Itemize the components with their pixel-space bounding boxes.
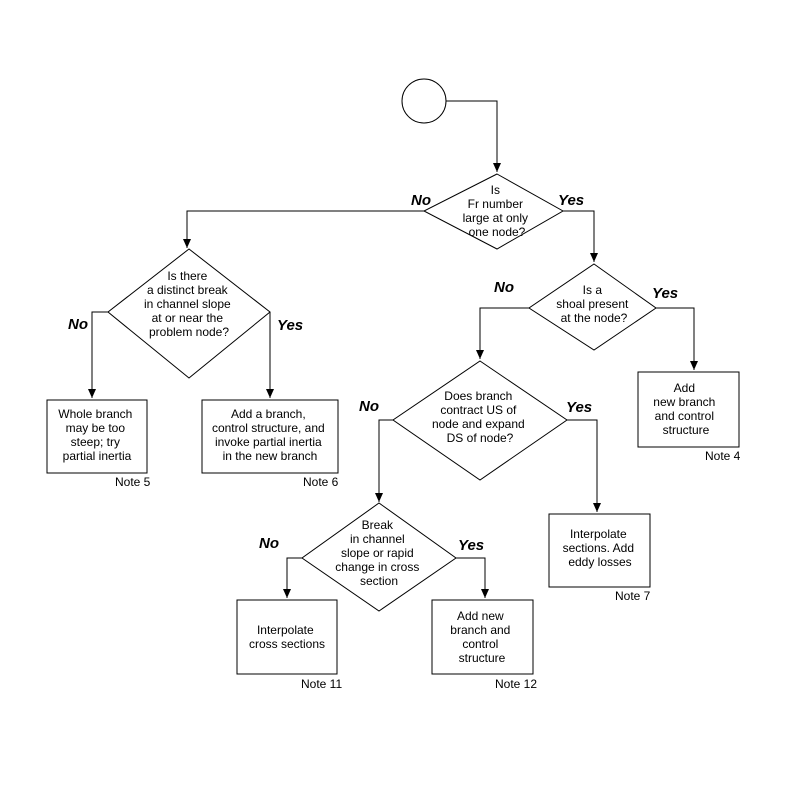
label-fr-no: No	[411, 192, 431, 209]
action-new-branch-break	[431, 599, 534, 675]
label-slope-yes: Yes	[458, 537, 484, 554]
edge-break-no	[88, 311, 108, 398]
edge-contract-no	[375, 419, 393, 502]
label-shoal-no: No	[494, 279, 514, 296]
edge-shoal-yes	[656, 307, 698, 370]
decision-shoal	[528, 263, 657, 351]
decision-contract-expand	[392, 360, 568, 481]
decision-break-slope	[301, 502, 457, 612]
decision-fr-number	[422, 173, 565, 250]
edge-slope-no	[283, 557, 302, 598]
label-slope-no: No	[259, 535, 279, 552]
note-interpolate-eddy: Note 7	[615, 589, 651, 603]
decision-fr-number-text: Is Fr number large at only one node?	[463, 183, 532, 239]
label-contract-yes: Yes	[566, 399, 592, 416]
note-interpolate-cross: Note 11	[301, 677, 342, 691]
label-break-no: No	[68, 316, 88, 333]
action-add-branch-inertia	[201, 399, 339, 474]
decision-distinct-break-text: Is there a distinct break in channel slo…	[144, 269, 234, 339]
label-fr-yes: Yes	[558, 192, 584, 209]
decision-break-slope-text: Break in channel slope or rapid change i…	[335, 518, 422, 588]
action-new-branch-shoal	[637, 371, 740, 448]
decision-distinct-break	[107, 248, 271, 379]
action-interpolate-cross-text: Interpolate cross sections	[249, 623, 325, 651]
label-break-yes: Yes	[277, 317, 303, 334]
label-shoal-yes: Yes	[652, 285, 678, 302]
edge-slope-yes	[456, 557, 489, 598]
edge-start-to-fr	[446, 100, 501, 172]
note-whole-branch: Note 5	[115, 475, 151, 489]
edge-contract-yes	[567, 419, 601, 512]
action-interpolate-eddy	[548, 513, 651, 588]
edge-fr-yes	[563, 210, 598, 262]
note-new-branch-break: Note 12	[495, 677, 537, 691]
label-contract-no: No	[359, 398, 379, 415]
edge-fr-no	[183, 210, 424, 248]
decision-contract-expand-text: Does branch contract US of node and expa…	[432, 389, 528, 445]
connectors	[88, 100, 698, 598]
action-whole-branch	[46, 399, 148, 474]
action-interpolate-cross	[236, 599, 338, 675]
action-interpolate-eddy-text: Interpolate sections. Add eddy losses	[563, 527, 638, 569]
action-add-branch-inertia-text: Add a branch, control structure, and inv…	[212, 407, 328, 463]
start-terminal	[401, 78, 447, 124]
note-add-branch-inertia: Note 6	[303, 475, 339, 489]
decision-shoal-text: Is a shoal present at the node?	[556, 283, 631, 325]
action-new-branch-break-text: Add new branch and control structure	[450, 609, 513, 665]
action-whole-branch-text: Whole branch may be too steep; try parti…	[58, 407, 135, 463]
action-new-branch-shoal-text: Add new branch and control structure	[653, 381, 718, 437]
note-new-branch-shoal: Note 4	[705, 449, 741, 463]
edge-shoal-no	[476, 307, 529, 359]
